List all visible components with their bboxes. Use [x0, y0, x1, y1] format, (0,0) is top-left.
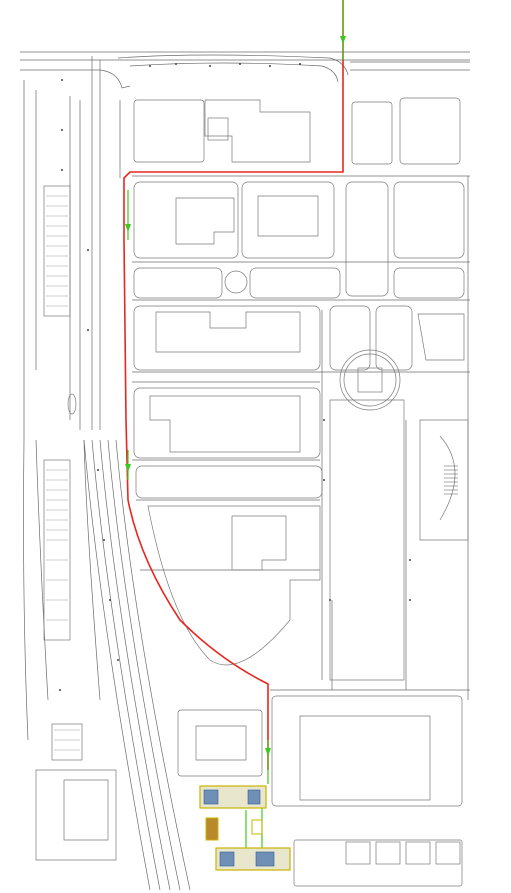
building-s2: [375, 841, 401, 865]
building-north-east-a: [351, 101, 393, 165]
rotunda-outer: [339, 349, 401, 411]
building-north-center: [204, 99, 311, 163]
building-center-2: [257, 195, 319, 237]
block-east-3: [393, 267, 465, 299]
rotunda-inner: [343, 353, 397, 407]
block-west-6: [135, 465, 323, 499]
building-north-annex: [207, 117, 229, 141]
rotunda-core: [357, 367, 383, 393]
block-west-2: [133, 181, 239, 259]
parking-west-c: [51, 723, 83, 761]
parking-stalls: [46, 195, 80, 751]
block-south-small: [177, 709, 263, 777]
block-west-4: [133, 305, 321, 371]
building-west-5: [149, 395, 301, 453]
survey-markers: [59, 63, 411, 691]
block-east-4a: [329, 305, 371, 371]
block-east-2a: [345, 181, 389, 297]
arena-block: [419, 419, 469, 541]
block-south-east: [271, 695, 463, 807]
building-south-east: [299, 715, 431, 801]
building-south-west: [63, 779, 109, 841]
building-west-4: [155, 311, 301, 353]
building-south-center: [231, 515, 287, 571]
highlighted-site[interactable]: [199, 785, 291, 871]
primary-route-line[interactable]: [123, 0, 344, 770]
block-west-5: [133, 387, 321, 459]
block-south-west: [35, 769, 117, 861]
stadium-steps: [444, 465, 458, 495]
direction-arrow-icon: [125, 36, 346, 756]
building-south-small: [195, 725, 247, 761]
block-center-3: [249, 267, 341, 299]
block-south-center: [147, 505, 321, 666]
east-plaza: [329, 399, 405, 681]
building-s1: [345, 841, 371, 865]
building-east-4: [417, 313, 465, 361]
roundabout: [224, 270, 248, 294]
building-north-east-b: [399, 97, 461, 165]
block-center-2: [241, 181, 335, 259]
road-network: [20, 51, 470, 891]
parking-west-b: [43, 459, 71, 641]
block-south-row: [293, 839, 463, 887]
block-west-3: [133, 267, 223, 299]
building-footprints: [35, 97, 469, 887]
building-s3: [405, 841, 431, 865]
building-west-2: [175, 197, 235, 245]
parking-west-a: [43, 185, 71, 317]
block-east-2b: [393, 181, 465, 259]
pond: [67, 393, 77, 415]
building-north-west: [133, 99, 205, 163]
site-plaza[interactable]: [205, 817, 219, 841]
building-s4: [435, 841, 461, 865]
